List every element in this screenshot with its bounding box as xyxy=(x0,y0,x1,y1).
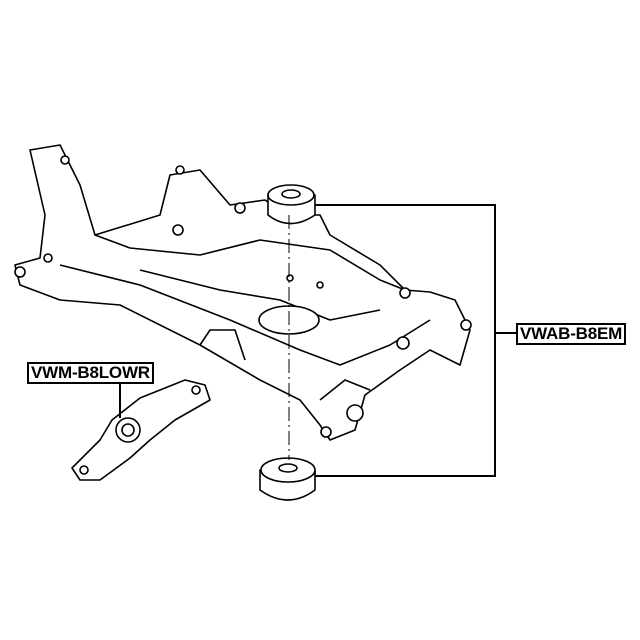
lower-bushing xyxy=(259,457,316,501)
upper-bushing xyxy=(267,184,316,225)
part-label-engine-mount: VWM-B8LOWR xyxy=(27,362,154,384)
part-label-subframe-bushing: VWAB-B8EM xyxy=(516,323,627,345)
subframe xyxy=(14,144,471,441)
engine-mount xyxy=(71,379,211,481)
